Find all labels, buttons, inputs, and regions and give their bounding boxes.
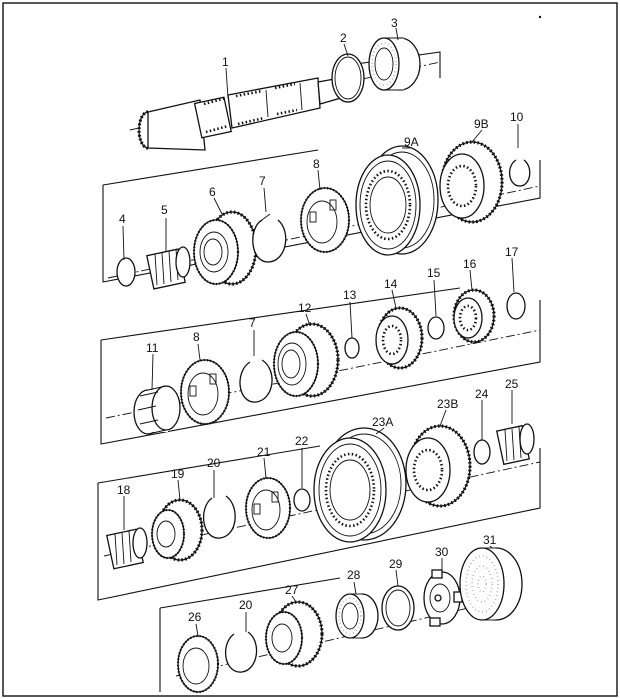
label-part-26: 26 — [188, 610, 202, 624]
part-labels: 1 2 3 4 5 6 7 8 9A 9B 10 11 8 7 12 13 14… — [117, 16, 524, 624]
label-part-7-a: 7 — [259, 174, 266, 188]
bearing-3 — [368, 37, 421, 91]
synchro-ring-26 — [176, 634, 220, 694]
label-part-6: 6 — [209, 185, 216, 199]
label-part-21: 21 — [257, 445, 271, 459]
gear-6 — [192, 210, 258, 286]
band-row-4 — [97, 448, 541, 601]
circlip-20b — [224, 631, 258, 673]
label-part-23a: 23A — [372, 415, 393, 429]
bearing-28 — [335, 593, 379, 639]
synchro-ring-8b — [179, 358, 231, 426]
gear-12 — [272, 322, 340, 398]
synchro-sleeve-23a — [313, 427, 407, 543]
label-part-22: 22 — [295, 434, 309, 448]
label-part-20-b: 20 — [239, 598, 253, 612]
label-part-25: 25 — [505, 377, 519, 391]
circlip-13 — [344, 337, 360, 359]
circlip-24 — [473, 439, 491, 465]
band-row-3 — [100, 300, 541, 445]
label-part-20-a: 20 — [207, 456, 221, 470]
row-5 — [159, 547, 523, 694]
label-part-9b: 9B — [474, 117, 489, 131]
label-part-8-b: 8 — [193, 330, 200, 344]
label-part-17: 17 — [505, 245, 519, 259]
needle-bearing-11 — [133, 385, 181, 435]
label-part-9a: 9A — [404, 135, 419, 149]
label-part-1: 1 — [222, 55, 229, 69]
gear-9b — [439, 140, 504, 224]
row-2 — [102, 140, 541, 290]
band-row-4-top — [97, 445, 321, 484]
hub-30 — [423, 569, 463, 627]
label-part-29: 29 — [389, 557, 403, 571]
label-part-23b: 23B — [437, 397, 458, 411]
circlip-20a — [202, 495, 236, 539]
band-row-3-top — [100, 287, 461, 341]
circlip-17 — [506, 292, 526, 320]
synchro-sleeve-9a — [355, 145, 439, 256]
label-part-7-b: 7 — [249, 316, 256, 330]
label-part-28: 28 — [347, 568, 361, 582]
circlip-10 — [509, 159, 531, 187]
gear-19 — [150, 498, 204, 562]
circlip-2 — [331, 53, 365, 103]
label-part-19: 19 — [171, 467, 185, 481]
label-part-11: 11 — [146, 341, 159, 355]
label-part-3: 3 — [391, 16, 398, 30]
circlip-7a — [252, 219, 287, 263]
label-part-24: 24 — [475, 387, 489, 401]
gear-27 — [264, 600, 324, 668]
circlip-4 — [116, 257, 136, 287]
needle-bearing-18 — [106, 527, 148, 570]
band-row-2-top — [102, 149, 319, 186]
row-3 — [100, 287, 541, 445]
synchro-ring-21 — [244, 476, 292, 540]
gear-23b — [405, 424, 472, 508]
label-part-4: 4 — [119, 212, 126, 226]
ring-29 — [381, 585, 415, 631]
label-part-12: 12 — [298, 301, 312, 315]
label-part-13: 13 — [343, 288, 357, 302]
row-shaft — [129, 37, 441, 151]
circlip-22 — [293, 488, 311, 512]
label-part-27: 27 — [285, 583, 299, 597]
frame-dot — [538, 15, 542, 19]
label-part-18: 18 — [117, 483, 131, 497]
gear-14 — [375, 306, 424, 370]
label-part-16: 16 — [463, 257, 477, 271]
label-part-31: 31 — [483, 533, 497, 547]
circlip-15 — [427, 316, 445, 340]
row-4 — [97, 423, 541, 601]
label-part-8-a: 8 — [313, 157, 320, 171]
label-part-14: 14 — [384, 277, 398, 291]
label-part-5: 5 — [161, 203, 168, 217]
label-part-10: 10 — [510, 110, 524, 124]
synchro-ring-8a — [299, 186, 351, 254]
needle-bearing-25 — [495, 423, 535, 466]
label-part-30: 30 — [435, 545, 449, 559]
circlip-7b — [239, 359, 273, 403]
pinion-shaft — [137, 77, 344, 151]
label-part-2: 2 — [340, 31, 347, 45]
needle-bearing-5 — [146, 246, 191, 290]
label-part-15: 15 — [427, 266, 441, 280]
gear-16 — [452, 288, 496, 344]
band-row-5-top — [159, 577, 341, 609]
cover-disk-31 — [459, 547, 523, 621]
leader-lines — [122, 27, 519, 637]
